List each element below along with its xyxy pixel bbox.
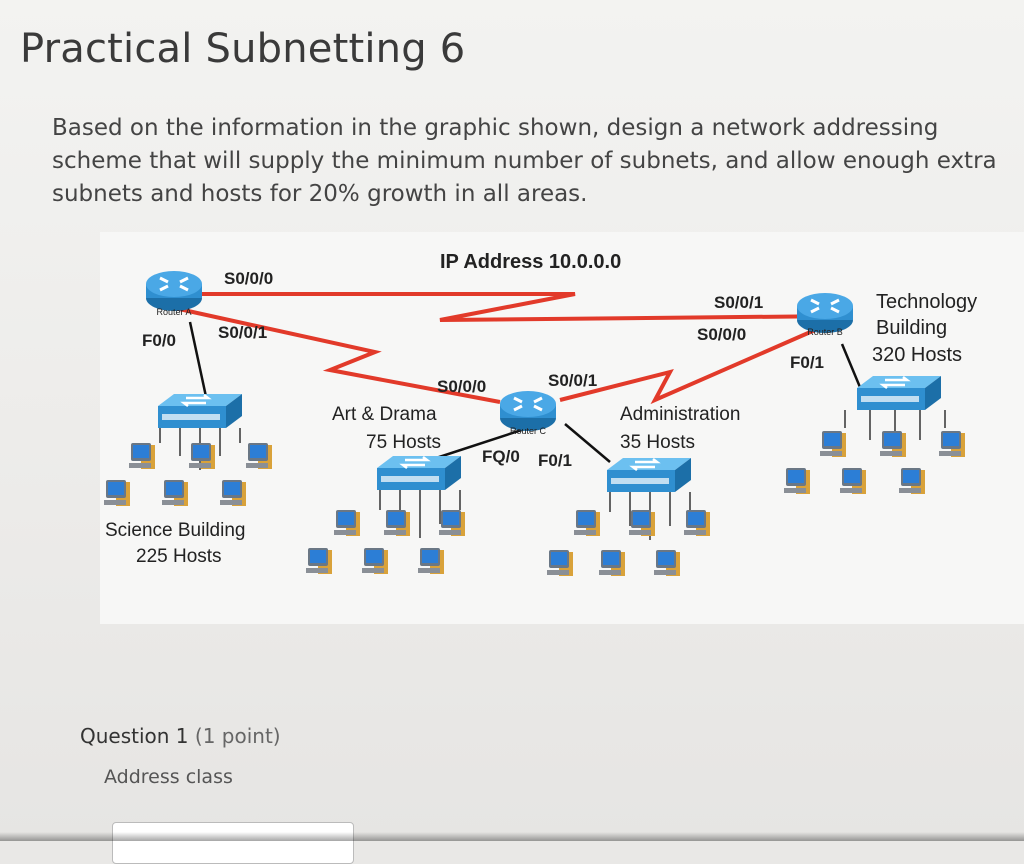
switch-tech-icon (855, 374, 943, 412)
routerA-s000-label: S0/0/0 (224, 269, 273, 288)
science-hosts-label: 225 Hosts (136, 546, 222, 567)
routerC-s000-label: S0/0/0 (437, 377, 486, 396)
ip-address-label: IP Address 10.0.0.0 (440, 251, 621, 273)
question-points: (1 point) (194, 724, 281, 748)
link-routerA-routerB (180, 292, 846, 322)
answer-input[interactable] (112, 822, 354, 864)
admin-name-label: Administration (620, 404, 740, 425)
router-a-icon (144, 269, 204, 313)
art-hosts-label: 75 Hosts (366, 432, 441, 453)
routerC-s001-label: S0/0/1 (548, 371, 597, 390)
question-description: Based on the information in the graphic … (52, 115, 997, 207)
router-b-label: Router B (807, 327, 843, 337)
question-text: Address class (104, 766, 233, 788)
routerB-s001-label: S0/0/1 (714, 293, 763, 312)
routerC-f00-label: FQ/0 (482, 447, 520, 466)
tech-hosts-label: 320 Hosts (872, 344, 962, 366)
switch-admin-icon (605, 456, 693, 494)
network-diagram-svg: Router A Router B Router C (104, 251, 977, 576)
switch-art-icon (375, 454, 463, 492)
pcs-admin (547, 510, 710, 576)
router-c-icon (498, 389, 558, 433)
question-header: Question 1 (1 point) (80, 724, 281, 748)
switch-science-icon (156, 392, 244, 430)
routerB-s000-label: S0/0/0 (697, 325, 746, 344)
routerB-f01-label: F0/1 (790, 353, 824, 372)
router-c-label: Router C (510, 426, 547, 436)
routerA-s001-label: S0/0/1 (218, 323, 267, 342)
link-routerC-routerB (559, 328, 816, 405)
routerC-f01-label: F0/1 (538, 451, 572, 470)
router-a-label: Router A (156, 307, 191, 317)
pcs-tech (784, 431, 965, 494)
pcs-science (104, 443, 272, 506)
art-name-label: Art & Drama (332, 404, 437, 425)
science-name-label: Science Building (105, 520, 245, 541)
routerA-f00-label: F0/0 (142, 331, 176, 350)
tech-name-line1: Technology (876, 291, 977, 313)
page-title: Practical Subnetting 6 (20, 26, 466, 72)
pcs-art (306, 510, 465, 574)
link-routerA-routerC (169, 305, 501, 404)
question-label: Question 1 (80, 724, 189, 748)
network-diagram: Router A Router B Router C (100, 232, 1024, 624)
tech-name-line2: Building (876, 317, 947, 339)
bottom-edge-shadow (0, 832, 1024, 841)
admin-hosts-label: 35 Hosts (620, 432, 695, 453)
